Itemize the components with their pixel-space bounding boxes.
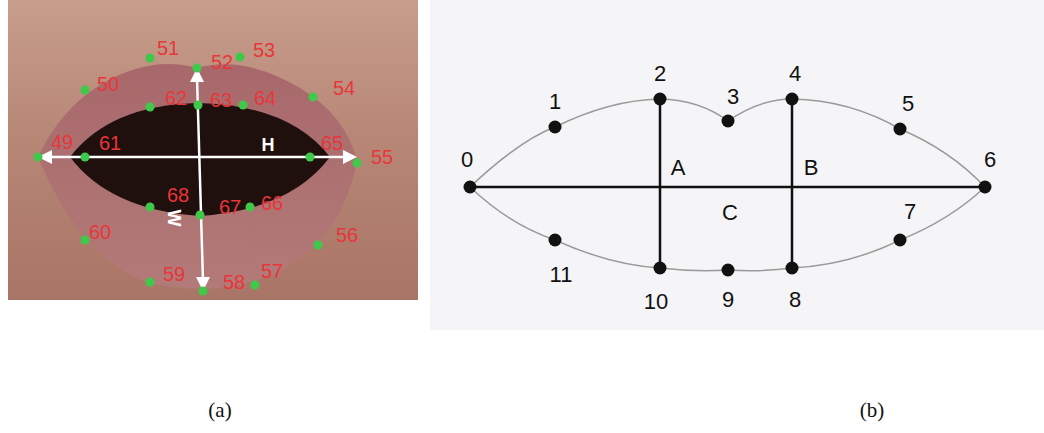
diagram-background bbox=[430, 0, 1044, 330]
callout-number: 65 bbox=[321, 133, 343, 153]
point-number: 5 bbox=[902, 93, 914, 115]
point-number: 9 bbox=[722, 289, 734, 311]
photo-background bbox=[8, 0, 418, 300]
callout-number: 54 bbox=[333, 78, 355, 98]
callout-number: 58 bbox=[223, 272, 245, 292]
point-number: 2 bbox=[654, 63, 666, 85]
callout-number: 62 bbox=[165, 88, 187, 108]
subfigure-caption: (b) bbox=[860, 400, 885, 421]
callout-number: 55 bbox=[371, 147, 393, 167]
region-letter: A bbox=[671, 157, 686, 179]
landmark-dots bbox=[34, 53, 362, 296]
callout-number: 50 bbox=[97, 74, 119, 94]
point-number: 7 bbox=[904, 201, 916, 223]
callout-number: 64 bbox=[254, 88, 276, 108]
measure-lines bbox=[470, 99, 985, 268]
region-letter: B bbox=[804, 157, 819, 179]
callout-number: 56 bbox=[336, 225, 358, 245]
point-number: 4 bbox=[789, 63, 801, 85]
point-number: 8 bbox=[789, 289, 801, 311]
dimension-letter: H bbox=[262, 136, 275, 154]
callout-number: 67 bbox=[219, 197, 241, 217]
point-number: 1 bbox=[549, 91, 561, 113]
subfigure-caption: (a) bbox=[208, 400, 231, 421]
contour-points bbox=[464, 93, 992, 277]
point-number: 0 bbox=[461, 149, 473, 171]
point-number: 11 bbox=[550, 264, 573, 286]
point-number: 3 bbox=[727, 86, 739, 108]
measure-arrows bbox=[48, 78, 347, 281]
callout-number: 68 bbox=[167, 185, 189, 205]
callout-number: 57 bbox=[261, 261, 283, 281]
callout-number: 53 bbox=[253, 40, 275, 60]
callout-number: 52 bbox=[211, 52, 233, 72]
callout-number: 59 bbox=[163, 264, 185, 284]
callout-number: 61 bbox=[99, 133, 121, 153]
arrow-heads bbox=[38, 68, 357, 291]
callout-number: 60 bbox=[89, 222, 111, 242]
callout-number: 63 bbox=[210, 90, 232, 110]
lip-contour bbox=[470, 99, 985, 271]
dimension-letter: W bbox=[165, 210, 183, 227]
callout-number: 51 bbox=[157, 38, 179, 58]
point-number: 10 bbox=[644, 291, 668, 313]
lips-outer bbox=[38, 64, 357, 288]
callout-number: 66 bbox=[261, 193, 283, 213]
point-number: 6 bbox=[984, 149, 996, 171]
callout-number: 49 bbox=[51, 132, 73, 152]
region-letter: C bbox=[722, 202, 738, 224]
